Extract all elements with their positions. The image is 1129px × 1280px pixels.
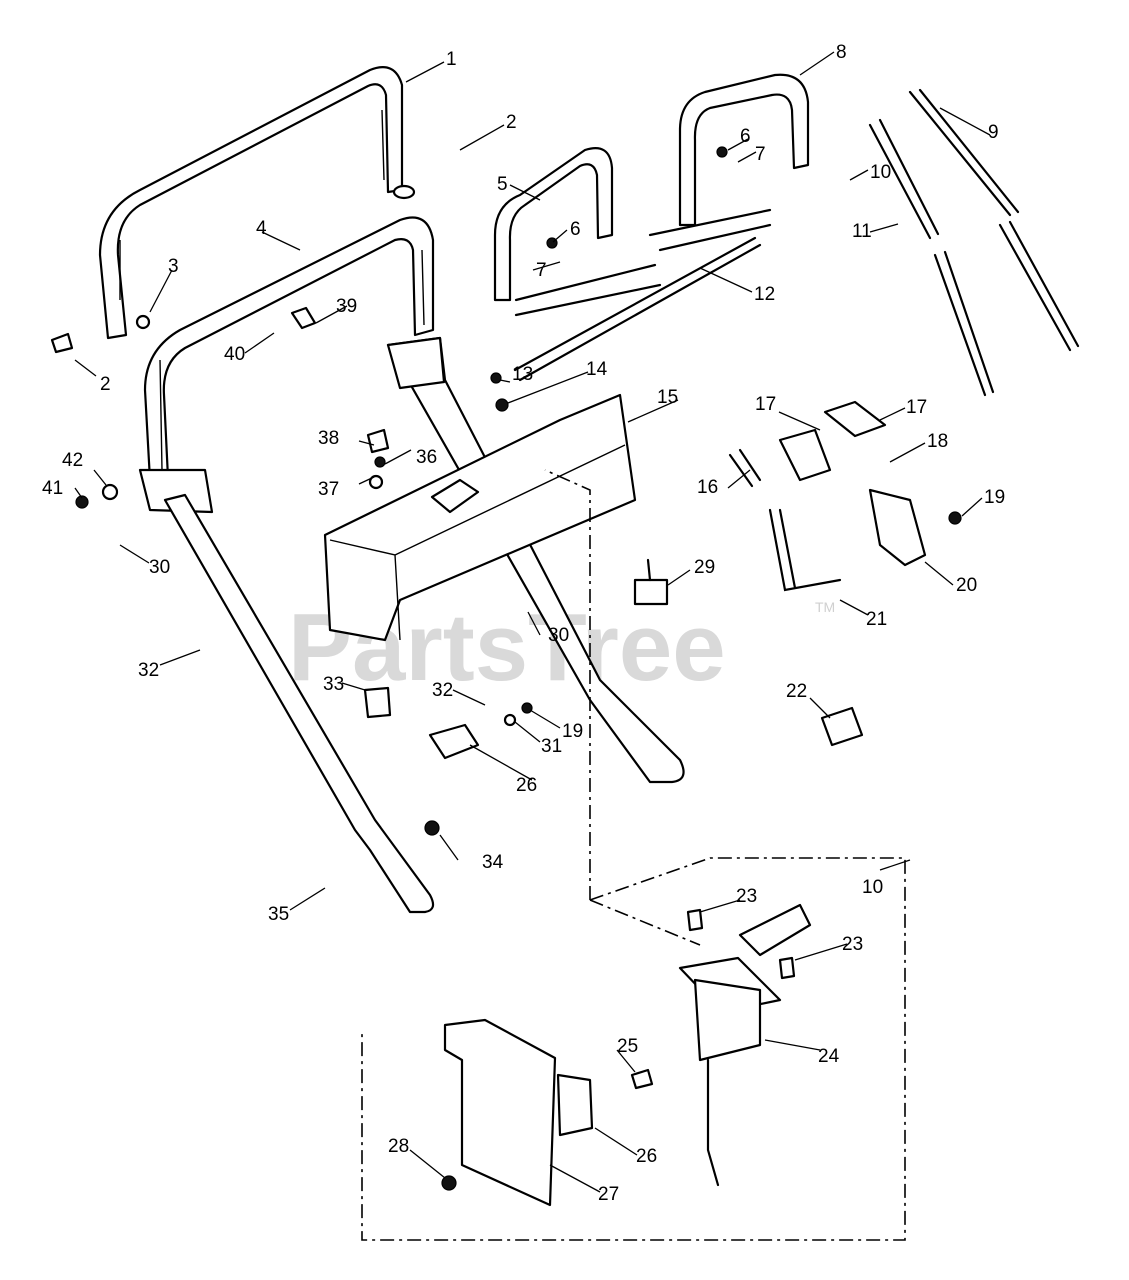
upper-handle-bail[interactable] xyxy=(98,66,416,340)
inset-fasteners xyxy=(441,908,796,1191)
callout-10b: 10 xyxy=(862,877,883,898)
callout-37: 37 xyxy=(318,479,339,500)
interlock-switch[interactable] xyxy=(428,723,480,760)
callout-19a: 19 xyxy=(984,487,1005,508)
hardware-fasteners xyxy=(50,146,962,836)
callout-7b: 7 xyxy=(536,260,547,281)
callout-35: 35 xyxy=(268,904,289,925)
callout-25: 25 xyxy=(617,1036,638,1057)
right-handle-arm[interactable] xyxy=(386,336,685,784)
callout-23b: 23 xyxy=(842,934,863,955)
callout-26a: 26 xyxy=(516,775,537,796)
callout-labels: 1 2 2 3 4 5 6 6 7 7 8 9 10 10 11 12 13 1… xyxy=(42,42,1005,1205)
inset-interlock-switch[interactable] xyxy=(556,1073,594,1137)
callout-34: 34 xyxy=(482,852,504,873)
callout-41: 41 xyxy=(42,478,63,499)
callout-13: 13 xyxy=(512,364,533,385)
pedal-assembly[interactable] xyxy=(678,903,812,1187)
callout-26b: 26 xyxy=(636,1146,657,1167)
callout-2a: 2 xyxy=(506,112,517,133)
left-handle-arm[interactable] xyxy=(163,493,435,914)
callout-19b: 19 xyxy=(562,721,583,742)
callout-10a: 10 xyxy=(870,162,891,183)
callout-6b: 6 xyxy=(570,219,581,240)
callout-2b: 2 xyxy=(100,374,111,395)
callout-27: 27 xyxy=(598,1184,619,1205)
callout-16: 16 xyxy=(697,477,718,498)
callout-3: 3 xyxy=(168,256,179,277)
callout-38: 38 xyxy=(318,428,339,449)
callout-29: 29 xyxy=(694,557,715,578)
watermark-trademark: TM xyxy=(815,599,835,615)
callout-40: 40 xyxy=(224,344,245,365)
callout-7a: 7 xyxy=(755,144,766,165)
callout-31: 31 xyxy=(541,736,562,757)
cross-rods[interactable] xyxy=(513,88,1080,397)
callout-32a: 32 xyxy=(138,660,159,681)
callout-8: 8 xyxy=(836,42,847,63)
callout-1: 1 xyxy=(446,49,457,70)
callout-32b: 32 xyxy=(432,680,453,701)
callout-36: 36 xyxy=(416,447,437,468)
callout-11: 11 xyxy=(852,221,872,242)
ignition-key[interactable] xyxy=(366,428,390,454)
toggle-switch[interactable] xyxy=(633,558,669,606)
callout-5: 5 xyxy=(497,174,508,195)
switch-bracket[interactable] xyxy=(443,1018,557,1207)
callout-14: 14 xyxy=(586,359,608,380)
callout-4: 4 xyxy=(256,218,267,239)
callout-39: 39 xyxy=(336,296,357,317)
callout-17a: 17 xyxy=(755,394,776,415)
throttle-bracket-assembly[interactable] xyxy=(728,400,927,592)
callout-24: 24 xyxy=(818,1046,840,1067)
callout-18: 18 xyxy=(927,431,948,452)
callout-9: 9 xyxy=(988,122,999,143)
callout-42: 42 xyxy=(62,450,83,471)
callout-33: 33 xyxy=(323,674,344,695)
callout-22: 22 xyxy=(786,681,807,702)
callout-12: 12 xyxy=(754,284,775,305)
callout-15: 15 xyxy=(657,387,678,408)
inset-box xyxy=(361,469,906,1241)
callout-23a: 23 xyxy=(736,886,757,907)
main-handle[interactable] xyxy=(138,216,435,514)
callout-30a: 30 xyxy=(149,557,170,578)
callout-28: 28 xyxy=(388,1136,409,1157)
callout-21: 21 xyxy=(866,609,887,630)
leader-lines xyxy=(74,51,991,1193)
callout-20: 20 xyxy=(956,575,977,596)
callout-17b: 17 xyxy=(906,397,927,418)
control-housing[interactable] xyxy=(323,393,637,642)
plunger-switch[interactable] xyxy=(363,686,392,719)
callout-30b: 30 xyxy=(548,625,569,646)
right-loop-handle[interactable] xyxy=(678,73,810,227)
left-loop-handle[interactable] xyxy=(493,147,614,302)
cable-connector[interactable] xyxy=(820,706,864,747)
callout-6a: 6 xyxy=(740,126,751,147)
